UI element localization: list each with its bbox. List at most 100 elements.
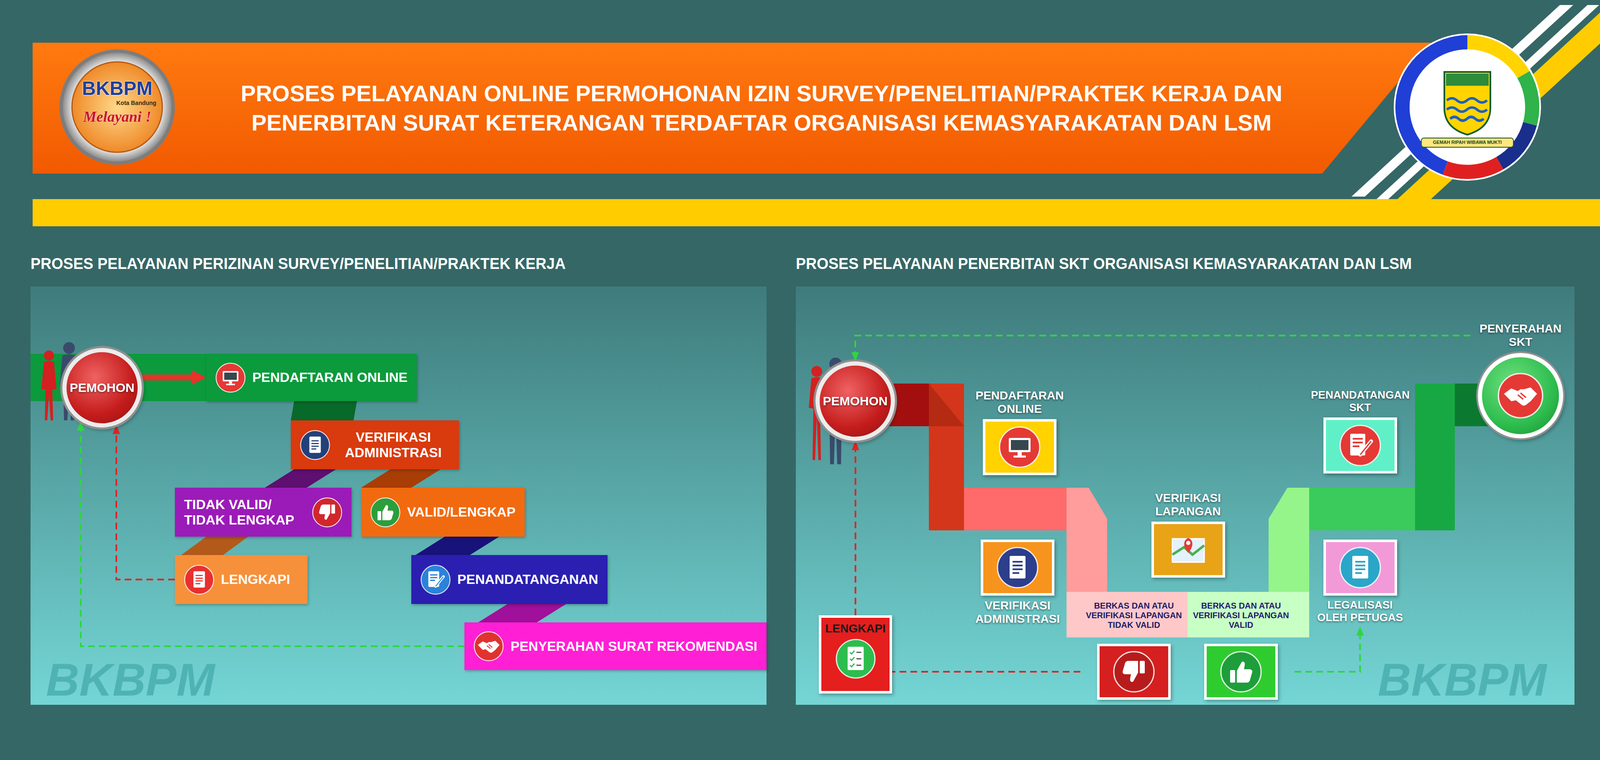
- step-label: PENYERAHAN SURAT REKOMENDASI: [510, 638, 758, 655]
- graphic-part: [1309, 487, 1416, 531]
- graphic-part: [1009, 556, 1026, 579]
- icon-card: [1097, 643, 1171, 700]
- graphic-part: [1230, 670, 1236, 683]
- white-stripe: [1351, 5, 1574, 197]
- icon-card: [1151, 521, 1226, 578]
- connector-line: [892, 671, 1081, 673]
- graphic-part: [478, 604, 567, 623]
- graphic-part: [1444, 71, 1491, 135]
- node-label: PEMOHON: [69, 380, 135, 395]
- icon-card: [1323, 417, 1398, 474]
- graphic-part: [1523, 74, 1533, 125]
- graphic-part: [1446, 73, 1489, 86]
- graphic-part: [1236, 661, 1253, 683]
- graphic-part: [856, 652, 862, 666]
- step-card: LEGALISASI OLEH PETUGAS: [1308, 539, 1412, 627]
- step-label: LEGALISASI OLEH PETUGAS: [1308, 599, 1412, 625]
- icon-card: [982, 419, 1057, 476]
- logo-text: BKBPM: [71, 76, 164, 100]
- graphic-part: [430, 574, 438, 581]
- graphic-part: [224, 372, 237, 380]
- graphic-part: [1415, 383, 1455, 531]
- graphic-part: [1360, 441, 1372, 455]
- icon: [420, 564, 451, 595]
- connector: [851, 335, 1471, 362]
- step-label: PENDAFTARAN ONLINE: [971, 389, 1068, 416]
- icon: [300, 430, 331, 461]
- ribbon-label-area: BERKAS DAN ATAU VERIFIKASI LAPANGAN VALI…: [1187, 592, 1295, 639]
- graphic-part: [290, 401, 357, 421]
- connector: [140, 370, 207, 385]
- graphic-part: [331, 504, 336, 514]
- icon: [998, 426, 1041, 469]
- connector: [892, 671, 1081, 673]
- graphic-part: [1410, 50, 1525, 165]
- graphic-part: [928, 383, 965, 427]
- step-band: PENDAFTARAN ONLINE: [206, 353, 417, 402]
- arrow-head: [1356, 626, 1365, 636]
- graphic-part: [300, 430, 330, 460]
- step-card: VERIFIKASI LAPANGAN: [1138, 491, 1238, 581]
- step-card: BERKAS DAN ATAU VERIFIKASI LAPANGAN TIDA…: [1080, 592, 1188, 703]
- graphic-part: [195, 575, 203, 584]
- graphic-part: [41, 361, 57, 421]
- graphic-part: [1450, 117, 1484, 121]
- icon: [215, 362, 246, 393]
- graphic-part: [997, 547, 1038, 588]
- connector-line: [855, 335, 1471, 354]
- panel-ground: [795, 286, 1575, 706]
- icon: [473, 631, 504, 662]
- step-label: PENDAFTARAN ONLINE: [252, 369, 408, 386]
- step-label: BERKAS DAN ATAU VERIFIKASI LAPANGAN TIDA…: [1080, 601, 1188, 631]
- right-flow-art: [808, 357, 1531, 638]
- graphic-part: [311, 440, 319, 449]
- graphic-part: [319, 504, 336, 520]
- graphic-part: [43, 350, 54, 361]
- graphic-part: [1122, 661, 1139, 683]
- connector-line: [1294, 633, 1361, 672]
- watermark: BKBPM: [46, 656, 215, 703]
- graphic-part: [1517, 393, 1526, 400]
- handover-disc: [1477, 353, 1564, 439]
- graphic-part: [319, 504, 331, 520]
- graphic-part: [1220, 651, 1262, 693]
- graphic-part: [1421, 138, 1514, 148]
- graphic-part: [474, 631, 504, 661]
- graphic-part: [1010, 440, 1029, 451]
- step-card: PENDAFTARAN ONLINE: [971, 389, 1068, 478]
- icon: [835, 638, 876, 680]
- graphic-part: [1013, 455, 1026, 458]
- emblem-motto: GEMAH RIPAH WIBAWA MUKTI: [1421, 139, 1514, 145]
- graphic-part: [847, 646, 864, 671]
- graphic-part: [1352, 556, 1369, 579]
- graphic-part: [377, 511, 382, 521]
- icon: [1339, 546, 1382, 589]
- yellow-bar: [32, 199, 1600, 227]
- graphic-part: [1445, 163, 1500, 172]
- applicant-circle: PEMOHON: [815, 361, 895, 442]
- icon: [1112, 651, 1155, 693]
- graphic-part: [420, 565, 450, 595]
- logo-subtext: Kota Bandung: [116, 99, 157, 107]
- graphic-part: [1187, 592, 1310, 638]
- step-label: VERIFIKASI ADMINISTRASI: [336, 429, 450, 461]
- graphic-part: [1017, 452, 1022, 456]
- connector-line: [854, 448, 857, 616]
- graphic-part: [1340, 547, 1381, 588]
- connector: [1294, 626, 1365, 672]
- city-emblem: [1393, 33, 1542, 181]
- icon: [184, 564, 215, 595]
- step-label: VERIFIKASI LAPANGAN: [1138, 491, 1238, 519]
- graphic-part: [1340, 425, 1381, 466]
- step-label: TIDAK VALID/ TIDAK LENGKAP: [184, 497, 306, 529]
- graphic-part: [312, 497, 342, 527]
- connector-line: [140, 374, 195, 381]
- graphic-part: [181, 536, 249, 556]
- node-label: LENGKAPI: [821, 622, 890, 636]
- step-icon: [312, 497, 343, 528]
- graphic-part: [1186, 541, 1191, 546]
- applicant-circle: PEMOHON: [62, 348, 142, 428]
- step-card: VERIFIKASI ADMINISTRASI: [969, 539, 1066, 629]
- icon-card: [980, 539, 1055, 596]
